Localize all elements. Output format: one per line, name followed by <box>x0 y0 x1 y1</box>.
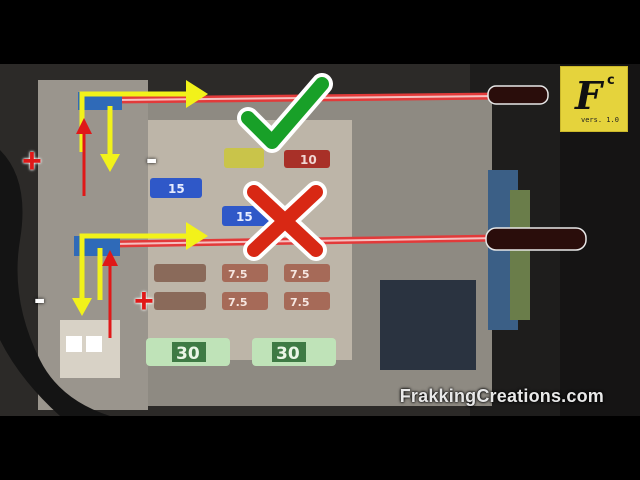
arrow-current-bottom <box>102 250 118 338</box>
logo-letter: F <box>575 73 602 118</box>
fuse-yellow <box>224 148 264 168</box>
arrow-current-top <box>76 118 92 196</box>
fuse-top-right: 10 <box>284 150 330 168</box>
check-mark-icon <box>237 73 333 153</box>
plus-sign-top: + <box>22 142 42 180</box>
svg-text:7.5: 7.5 <box>228 268 248 281</box>
svg-text:15: 15 <box>168 182 185 196</box>
site-watermark: FrakkingCreations.com <box>399 386 604 406</box>
svg-text:30: 30 <box>276 344 300 364</box>
cross-mark-icon <box>243 181 327 261</box>
fuse-large-left: 30 <box>146 338 230 366</box>
svg-text:7.5: 7.5 <box>290 296 310 309</box>
fuse-small-right-2: 7.5 <box>284 292 330 310</box>
fc-logo: F c vers. 1.0 <box>560 66 628 132</box>
fuse-large-right: 30 <box>252 338 336 366</box>
minus-sign-bottom: - <box>34 280 46 318</box>
logo-version: vers. 1.0 <box>581 116 619 124</box>
fuse-small-right-1: 7.5 <box>284 264 330 282</box>
wire-harness <box>0 150 110 416</box>
plus-sign-bottom: + <box>134 282 154 320</box>
svg-text:10: 10 <box>300 153 317 167</box>
logo-superscript: c <box>607 73 615 88</box>
arrow-flow-bottom <box>72 222 208 316</box>
fuse-small-mid-1: 7.5 <box>222 264 268 282</box>
fuse-tap-bottom <box>74 236 120 256</box>
svg-text:7.5: 7.5 <box>290 268 310 281</box>
svg-text:7.5: 7.5 <box>228 296 248 309</box>
svg-text:30: 30 <box>176 344 200 364</box>
minus-sign-top: - <box>146 140 158 178</box>
svg-text:15: 15 <box>236 210 253 224</box>
fuse-blue-1: 15 <box>150 178 202 198</box>
fuse-small-mid-2: 7.5 <box>222 292 268 310</box>
